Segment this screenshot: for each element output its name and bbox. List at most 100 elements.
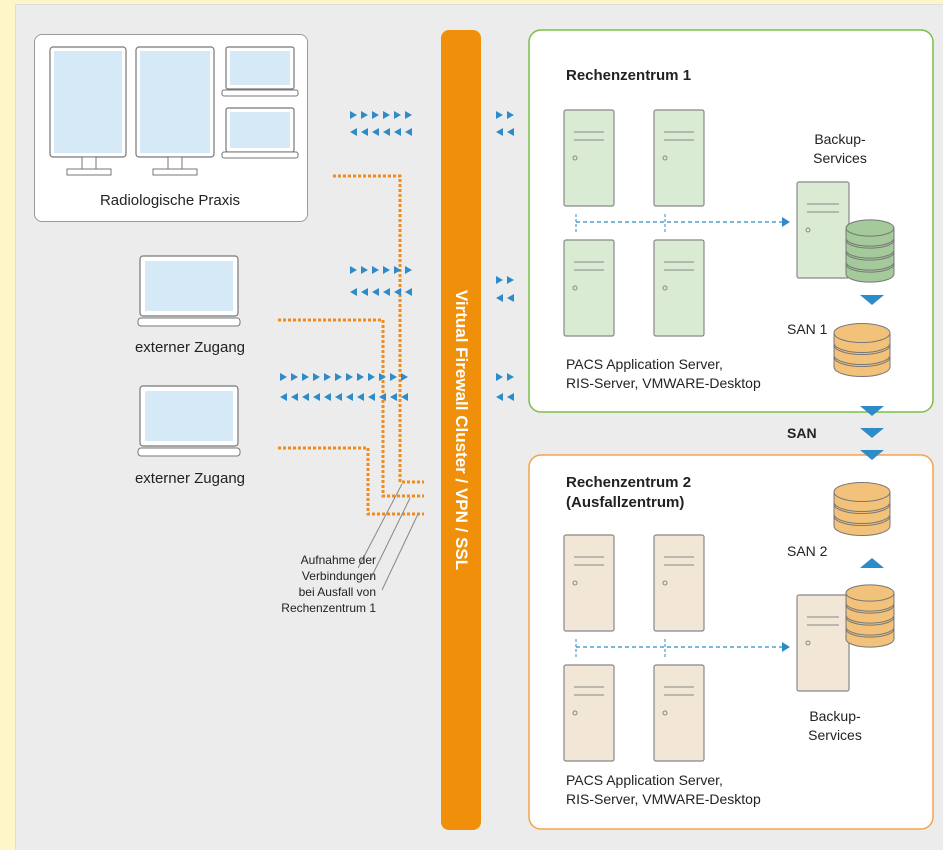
arrow-glyph bbox=[302, 373, 309, 381]
dc2-server-icon bbox=[563, 534, 615, 632]
arrow-glyph bbox=[346, 373, 353, 381]
arrow-glyph bbox=[291, 393, 298, 401]
arrow-glyph bbox=[401, 373, 408, 381]
arrow-glyph bbox=[405, 128, 412, 136]
arrow-glyph bbox=[280, 373, 287, 381]
arrow-row-left bbox=[350, 288, 412, 296]
arrow-glyph bbox=[390, 393, 397, 401]
arrow-glyph bbox=[313, 393, 320, 401]
failover-note-leaders bbox=[357, 483, 419, 591]
praxis-laptop-2 bbox=[221, 107, 299, 159]
dc2-backup-disk-icon bbox=[845, 584, 895, 648]
dc1-servers-caption-line-2: RIS-Server, VMWARE-Desktop bbox=[566, 375, 761, 391]
dc1-servers-caption-line-1: PACS Application Server, bbox=[566, 356, 723, 372]
arrow-glyph bbox=[361, 266, 368, 274]
disk-stacks bbox=[833, 219, 895, 648]
dc1-servers-caption: PACS Application Server, RIS-Server, VMW… bbox=[566, 355, 761, 393]
arrow-glyph bbox=[313, 373, 320, 381]
san-link-triangle-3 bbox=[860, 450, 884, 460]
arrow-row-right bbox=[280, 373, 408, 381]
arrow-glyph bbox=[507, 393, 514, 401]
dc2-servers-caption: PACS Application Server, RIS-Server, VMW… bbox=[566, 771, 761, 809]
arrow-glyph bbox=[361, 288, 368, 296]
dc2-servers-caption-line-2: RIS-Server, VMWARE-Desktop bbox=[566, 791, 761, 807]
dc2-backup-label: Backup- Services bbox=[795, 707, 875, 745]
dc1-backup-label: Backup- Services bbox=[800, 130, 880, 168]
arrow-glyph bbox=[496, 393, 503, 401]
arrow-glyph bbox=[383, 288, 390, 296]
dc2-server-icon bbox=[653, 664, 705, 762]
arrow-row-right bbox=[350, 111, 412, 119]
praxis-monitor-large-1 bbox=[49, 46, 127, 176]
praxis-monitor-large-2 bbox=[135, 46, 215, 176]
dc1-server-icon bbox=[653, 239, 705, 337]
dc1-backup-label-line-2: Services bbox=[813, 150, 867, 166]
arrow-glyph bbox=[507, 128, 514, 136]
external-access-label-1: externer Zugang bbox=[134, 339, 246, 356]
arrow-glyph bbox=[383, 128, 390, 136]
arrow-glyph bbox=[302, 393, 309, 401]
arrow-glyph bbox=[496, 111, 503, 119]
storage-flow-triangles bbox=[860, 295, 884, 568]
dc1-title: Rechenzentrum 1 bbox=[566, 67, 692, 84]
arrow-row-right bbox=[496, 373, 514, 381]
external-2-connection-line bbox=[278, 446, 424, 516]
arrow-glyph bbox=[394, 128, 401, 136]
arrow-glyph bbox=[507, 276, 514, 284]
praxis-laptop-1 bbox=[221, 46, 299, 97]
san-link-triangle-2 bbox=[860, 428, 884, 438]
dc1-server-icon bbox=[563, 239, 615, 337]
arrow-row-left bbox=[496, 294, 514, 302]
failover-note-line-1: Aufnahme der bbox=[300, 553, 376, 567]
arrow-glyph bbox=[383, 111, 390, 119]
dc2-servers-caption-line-1: PACS Application Server, bbox=[566, 772, 723, 788]
dc1-backup-disk-icon bbox=[845, 219, 895, 283]
arrow-glyph bbox=[390, 373, 397, 381]
dc2-server-icon bbox=[653, 534, 705, 632]
dc1-server-icon bbox=[563, 109, 615, 207]
arrow-glyph bbox=[507, 373, 514, 381]
arrow-glyph bbox=[361, 128, 368, 136]
arrow-glyph bbox=[350, 288, 357, 296]
firewall-bar bbox=[441, 30, 481, 830]
dc1-san-disk-icon bbox=[833, 322, 891, 378]
dc2-box bbox=[528, 454, 934, 830]
arrow-glyph bbox=[335, 393, 342, 401]
dc2-title-line-1: Rechenzentrum 2 bbox=[566, 474, 692, 491]
dc2-backup-to-san-triangle bbox=[860, 558, 884, 568]
arrow-row-left bbox=[496, 128, 514, 136]
arrow-glyph bbox=[405, 266, 412, 274]
dc2-backup-label-line-1: Backup- bbox=[809, 708, 861, 724]
failover-note-line-2: Verbindungen bbox=[301, 569, 376, 583]
arrow-glyph bbox=[405, 288, 412, 296]
arrow-glyph bbox=[496, 276, 503, 284]
san-link-triangle-1 bbox=[860, 406, 884, 416]
failover-note: Aufnahme der Verbindungen bei Ausfall vo… bbox=[250, 552, 376, 616]
arrow-glyph bbox=[357, 393, 364, 401]
arrow-glyph bbox=[401, 393, 408, 401]
arrow-glyph bbox=[350, 128, 357, 136]
arrow-glyph bbox=[372, 111, 379, 119]
dc2-replication-arrow bbox=[575, 639, 790, 657]
arrow-row-right bbox=[350, 266, 412, 274]
dc2-san-disk-icon bbox=[833, 481, 891, 537]
arrow-groups bbox=[280, 111, 514, 401]
arrow-glyph bbox=[350, 111, 357, 119]
dc2-server-icon bbox=[563, 664, 615, 762]
external-laptop-1 bbox=[137, 255, 241, 327]
arrow-row-right bbox=[496, 276, 514, 284]
arrow-glyph bbox=[361, 111, 368, 119]
arrow-glyph bbox=[324, 393, 331, 401]
arrow-glyph bbox=[394, 111, 401, 119]
arrow-glyph bbox=[496, 294, 503, 302]
arrow-glyph bbox=[368, 393, 375, 401]
arrow-glyph bbox=[372, 288, 379, 296]
dc2-backup-label-line-2: Services bbox=[808, 727, 862, 743]
arrow-glyph bbox=[350, 266, 357, 274]
dc2-title: Rechenzentrum 2 (Ausfallzentrum) bbox=[566, 473, 691, 513]
arrow-glyph bbox=[405, 111, 412, 119]
dc2-san-label: SAN 2 bbox=[787, 543, 828, 559]
arrow-glyph bbox=[379, 373, 386, 381]
arrow-row-left bbox=[496, 393, 514, 401]
